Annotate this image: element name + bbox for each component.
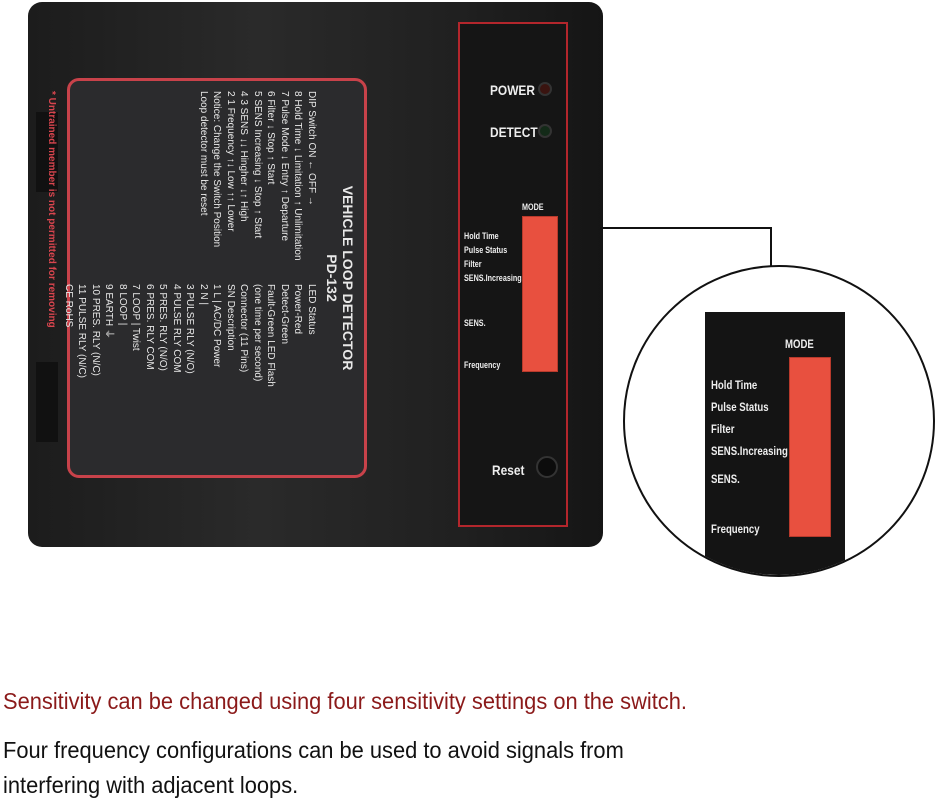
sens-label: SENS. xyxy=(711,472,740,486)
detect-led xyxy=(538,124,552,138)
setting-label: Hold Time xyxy=(464,231,499,241)
dip-legend-line: 7 Pulse Mode ↓ Entry ↑ Departure xyxy=(279,91,290,242)
caption-frequency-cont: interfering with adjacent loops. xyxy=(3,772,299,798)
frequency-label: Frequency xyxy=(464,360,501,370)
connector-legend-line: Detect-Green xyxy=(279,284,290,345)
detect-label: DETECT xyxy=(490,124,538,140)
label-title: VEHICLE LOOP DETECTOR xyxy=(340,185,356,371)
connector-legend-line: 5 PRES. RLY (N/O) xyxy=(157,284,169,371)
dip-legend-line: Loop detector must be reset xyxy=(198,91,209,216)
connector-legend-line: 6 PRES. RLY COM xyxy=(144,284,155,370)
connector-legend-line: 7 LOOP | Twist xyxy=(130,284,142,351)
setting-label: Pulse Status xyxy=(711,400,769,414)
dip-legend-line: 6 Filter ↓ Stop ↑ Start xyxy=(265,91,277,185)
connector-legend-line: 10 PRES. RLY (N/C) xyxy=(90,284,101,376)
connector-legend-line: SN Description xyxy=(225,284,236,351)
reset-button[interactable] xyxy=(536,456,558,478)
sens-label: SENS. xyxy=(464,318,486,328)
callout-line xyxy=(770,227,772,267)
caption-sensitivity: Sensitivity can be changed using four se… xyxy=(3,688,687,714)
label-warning: * Untrained member is not permitted for … xyxy=(46,91,58,328)
setting-label: Filter xyxy=(464,259,482,269)
setting-label: SENS.Increasing xyxy=(464,273,522,283)
connector-legend-line: 3 PULSE RLY (N/O) xyxy=(184,284,196,374)
connector-legend-line: CE RoHS xyxy=(63,284,74,328)
setting-label: Filter xyxy=(711,422,735,436)
connector-legend-line: 2 N | xyxy=(198,284,209,305)
side-clip xyxy=(36,112,58,192)
power-label: POWER xyxy=(490,82,535,98)
dip-switch xyxy=(789,357,831,537)
dip-switch-legend: DIP Switch ON ← OFF →8 Hold Time ↓ Limit… xyxy=(62,91,319,272)
dip-legend-line: DIP Switch ON ← OFF → xyxy=(306,91,317,206)
connector-legend-line: Power-Red xyxy=(292,284,304,335)
power-led xyxy=(538,82,552,96)
side-clip xyxy=(36,362,58,442)
callout-line xyxy=(600,227,772,229)
label-model: PD-132 xyxy=(324,254,340,302)
dip-legend-line: 8 Hold Time ↓ Limitation ↑ Unlimitation xyxy=(292,91,304,261)
connector-legend-line: 4 PULSE RLY COM xyxy=(171,284,182,373)
mode-label: MODE xyxy=(785,337,814,351)
frequency-label: Frequency xyxy=(711,522,760,536)
setting-label: SENS.Increasing xyxy=(711,444,788,458)
connector-legend-line: Fault-Green LED Flash xyxy=(265,284,277,387)
connector-legend-line: Connector (11 Pins) xyxy=(238,284,250,373)
dip-legend-line: Notice: Change the Switch Position xyxy=(211,91,223,248)
dip-legend-line: 2 1 Frequency ↑↓ Low ↑↑ Lower xyxy=(225,91,236,232)
dip-legend-line: 5 SENS Increasing ↓ Stop ↑ Start xyxy=(252,91,263,239)
dip-legend-line: 4 3 SENS ↓↓ Hingher ↓↑ High xyxy=(238,91,250,222)
dip-switch[interactable] xyxy=(522,216,558,372)
product-label: VEHICLE LOOP DETECTOR PD-132 DIP Switch … xyxy=(47,78,367,478)
connector-legend-line: 8 LOOP | xyxy=(117,284,128,326)
connector-legend-line: (one time per second) xyxy=(252,284,263,382)
connector-legend-line: 9 EARTH ⏚ xyxy=(103,284,115,339)
connector-legend-line: 11 PULSE RLY (N/C) xyxy=(76,284,88,378)
reset-label: Reset xyxy=(492,462,525,478)
setting-label: Hold Time xyxy=(711,378,758,392)
connector-legend-line: 1 L | AC/DC Power xyxy=(211,284,223,368)
mode-label: MODE xyxy=(522,202,544,212)
caption-frequency: Four frequency configurations can be use… xyxy=(3,737,624,763)
connector-legend-line: LED Status xyxy=(306,284,317,335)
setting-label: Pulse Status xyxy=(464,245,508,255)
